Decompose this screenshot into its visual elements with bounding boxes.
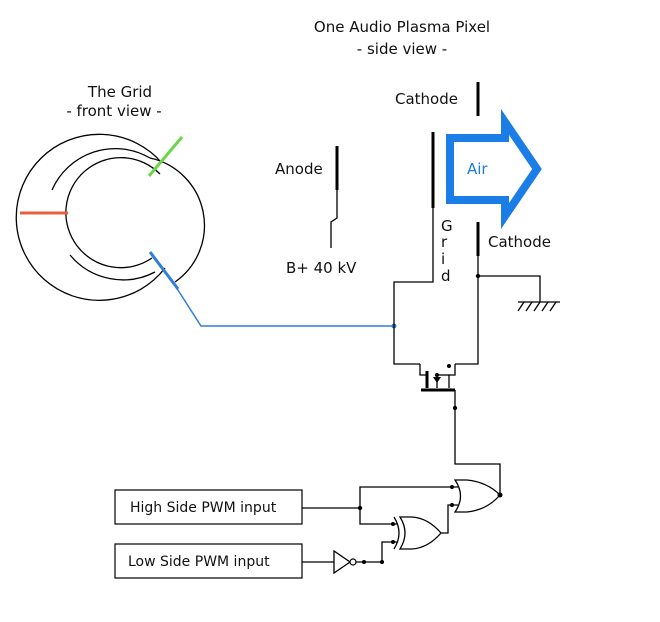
grid-lead-stub (148, 251, 180, 290)
inverter-to-xor-wire (356, 541, 398, 563)
ground-wire (478, 275, 541, 302)
high-side-to-or-wire (302, 486, 458, 509)
high-side-junction-dot (357, 505, 363, 511)
grid-vertical-label: G r i d (441, 217, 453, 285)
xor-gate (398, 516, 442, 550)
mosfet-symbol (419, 364, 456, 392)
side-view-title: One Audio Plasma Pixel (314, 18, 490, 36)
grid-letter: i (441, 250, 445, 268)
front-view-title: The Grid (87, 83, 152, 101)
cathode-bottom-label: Cathode (488, 233, 551, 251)
gate-junction-dot (452, 405, 458, 411)
grid-letter: r (441, 233, 448, 251)
xor-gate-input-arc (393, 516, 400, 550)
inverter-output-dot (362, 560, 366, 564)
high-side-input-label: High Side PWM input (130, 500, 277, 516)
cathode-top-label: Cathode (395, 90, 458, 108)
or-input-dot (450, 503, 454, 507)
air-label: Air (467, 160, 488, 178)
gate-drive-wire (454, 390, 501, 495)
anode-supply-wire (330, 190, 338, 248)
low-side-input-box (114, 543, 303, 579)
grid-connection-wire (175, 286, 394, 327)
or-gate (453, 479, 501, 513)
grid-letter: d (441, 267, 451, 285)
xor-input-dot (391, 522, 395, 526)
supply-label: B+ 40 kV (286, 259, 357, 277)
grid-front-rings (15, 133, 206, 301)
grid-letter: G (441, 217, 453, 235)
ground-symbol (517, 301, 560, 312)
inverter-output-dot (380, 560, 384, 564)
inverter-bubble (349, 558, 357, 566)
xor-to-or-wire (441, 504, 458, 534)
front-view-subtitle: - front view - (66, 102, 161, 120)
low-side-input-label: Low Side PWM input (128, 554, 270, 570)
grid-to-mosfet-wire (393, 208, 434, 365)
air-flow-arrow (446, 109, 542, 229)
cathode-to-mosfet-wire (455, 256, 479, 365)
side-view-subtitle: - side view - (357, 40, 447, 58)
or-input-dot (450, 485, 454, 489)
anode-lead-stub (147, 136, 184, 177)
anode-label: Anode (275, 160, 323, 178)
high-side-to-xor-wire (359, 508, 398, 525)
inverter-gate (333, 549, 352, 575)
high-side-input-box (114, 489, 303, 525)
